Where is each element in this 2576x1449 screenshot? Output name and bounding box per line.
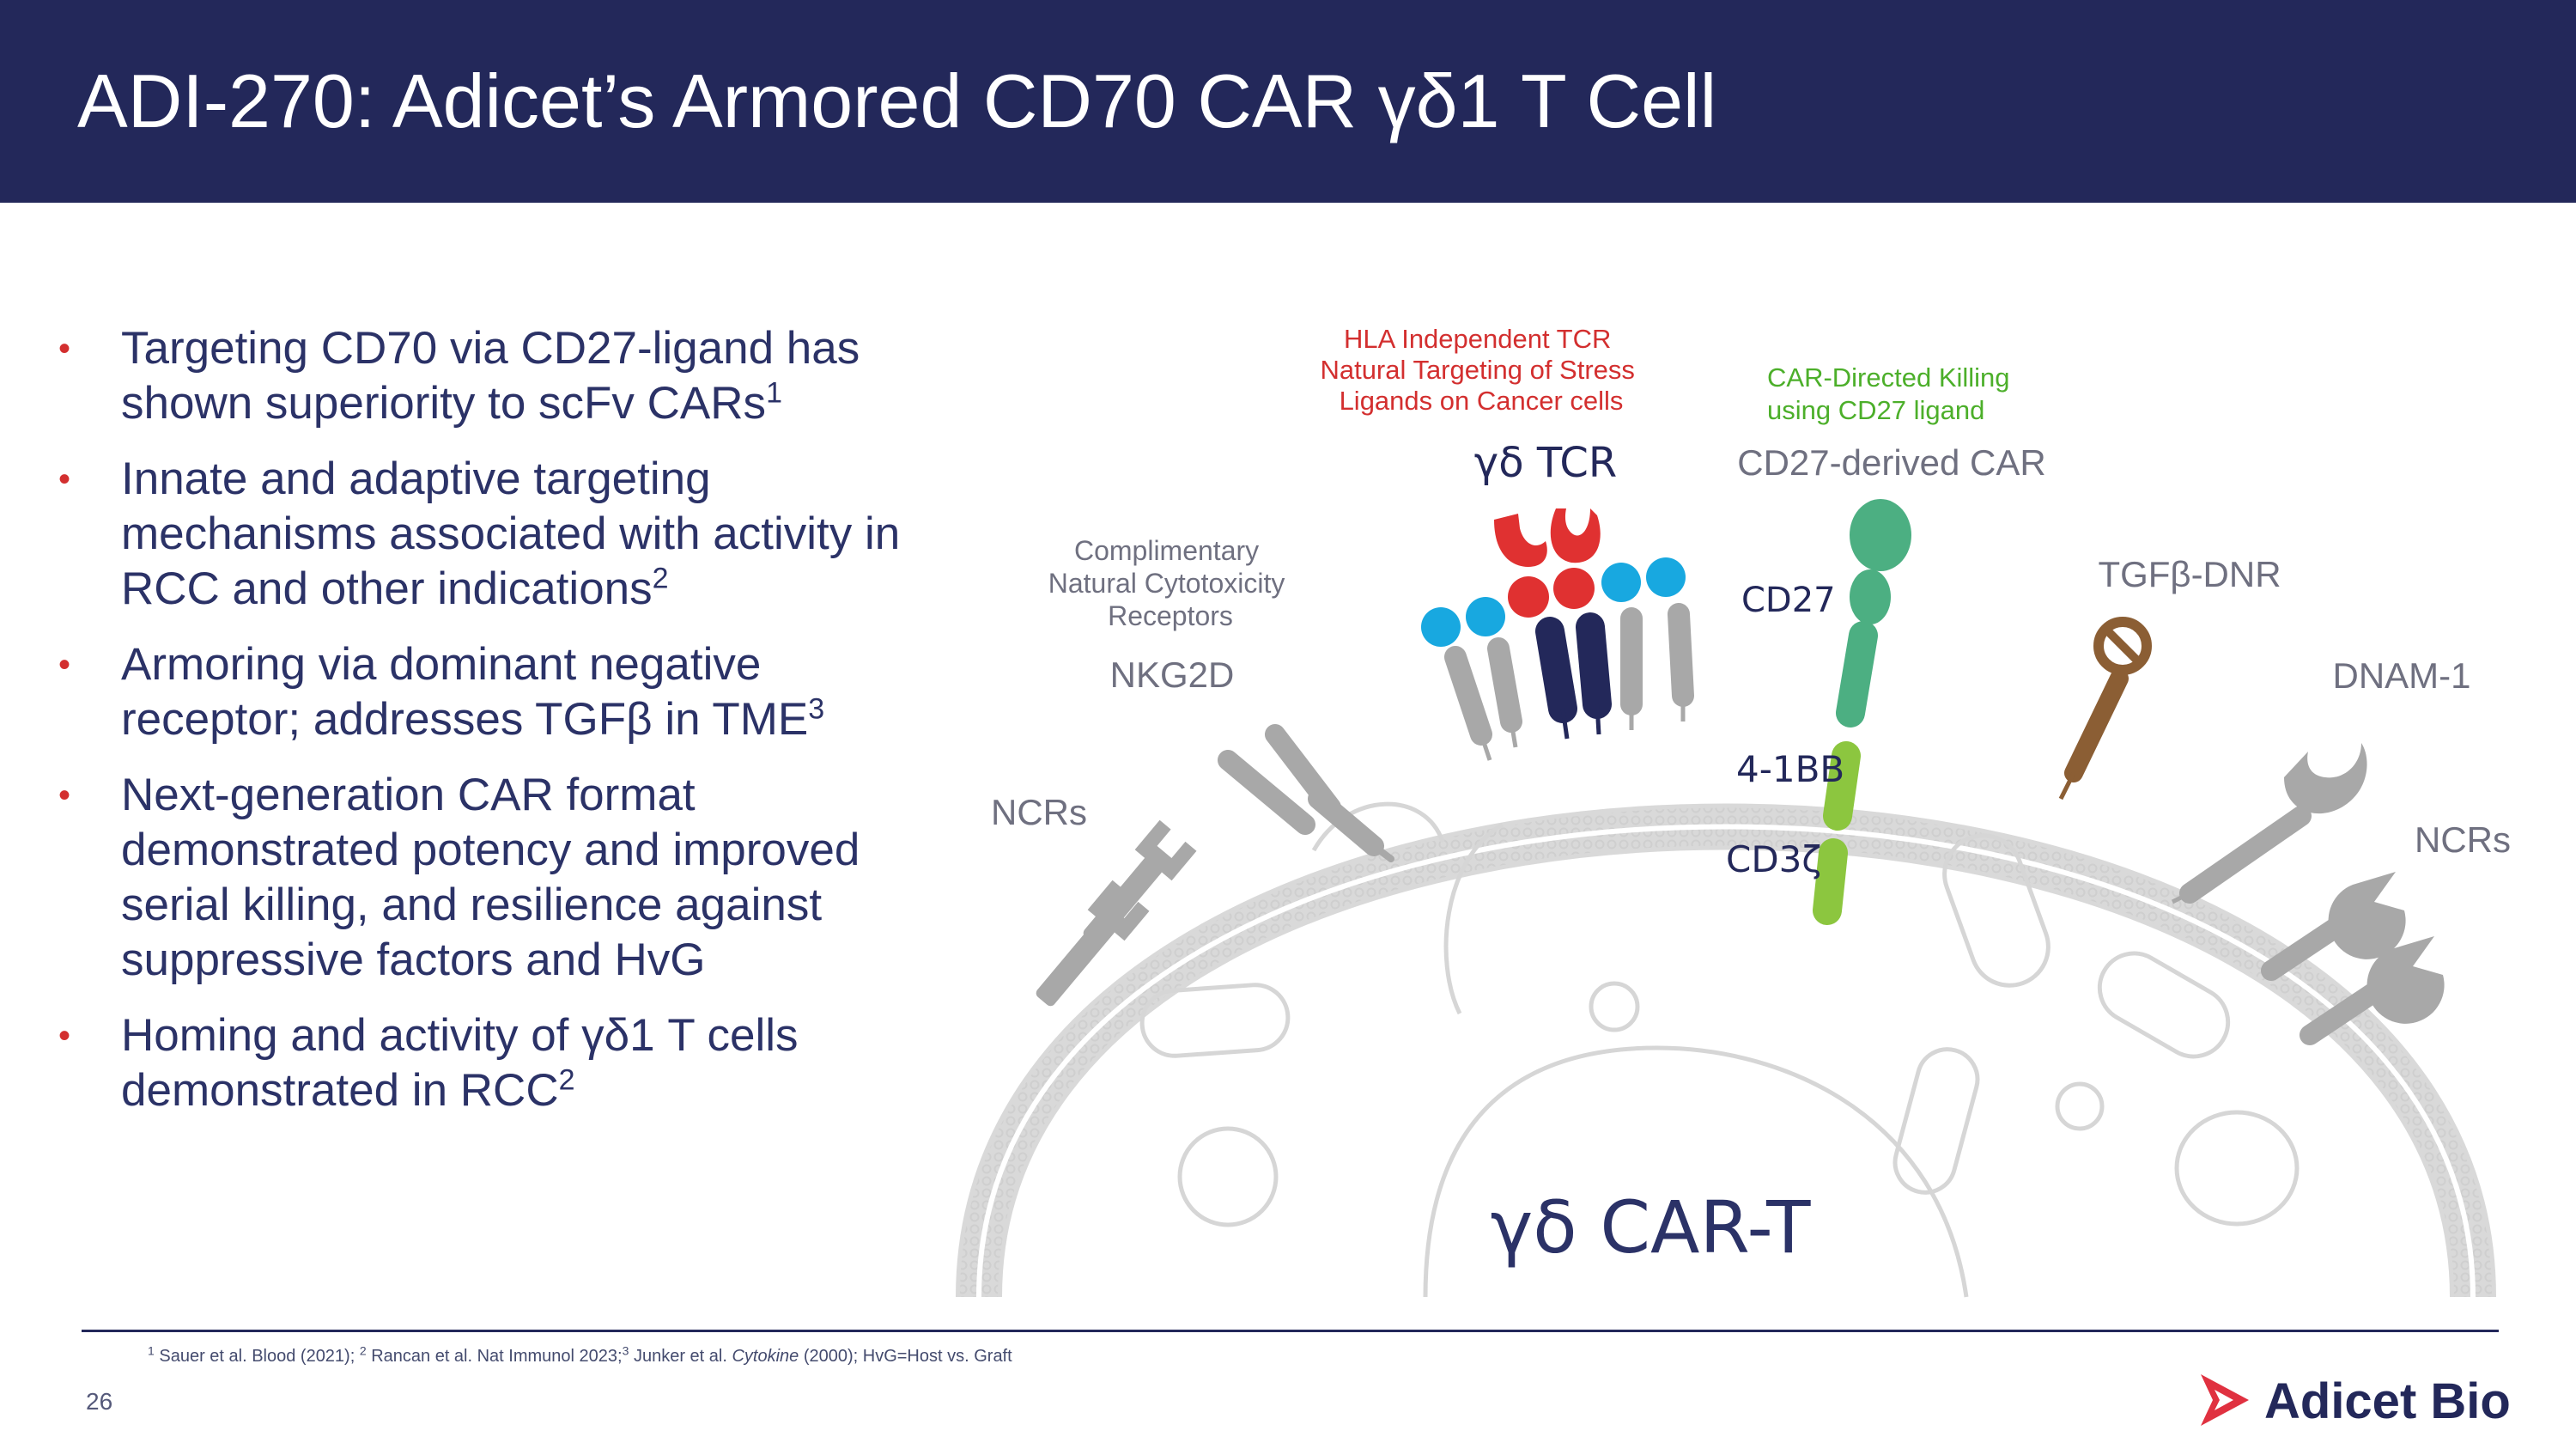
cd3z-label: CD3ζ — [1726, 838, 1821, 880]
ncr-receptors-left — [1036, 819, 1197, 1007]
four-1bb-label: 4-1BB — [1736, 748, 1844, 790]
header-bar: ADI-270: Adicet’s Armored CD70 CAR γδ1 T… — [0, 0, 2576, 203]
bullet-item: • Homing and activity of γδ1 T cells demo… — [57, 1008, 941, 1118]
bullet-item: • Armoring via dominant negative receptor… — [57, 637, 941, 747]
page-title: ADI-270: Adicet’s Armored CD70 CAR γδ1 T… — [77, 58, 1717, 143]
page-number: 26 — [86, 1388, 113, 1415]
gd-tcr-label: γδ TCR — [1474, 439, 1617, 487]
cd27-car — [1813, 499, 1911, 925]
bullet-marker: • — [58, 1017, 71, 1055]
bullet-marker: • — [58, 776, 71, 814]
footnote-text: Sauer et al. Blood (2021); — [154, 1347, 360, 1366]
dnam1-label: DNAM-1 — [2332, 655, 2470, 696]
footnote-text: Cytokine — [732, 1347, 799, 1366]
nkg2d-label: NKG2D — [1110, 654, 1235, 695]
ncrs-right-label: NCRs — [2415, 819, 2511, 860]
organelle-capsule — [2097, 951, 2231, 1059]
gd-tcr-cluster — [1421, 508, 1694, 761]
bullet-marker: • — [58, 646, 71, 684]
organelle-vesicle — [2174, 1110, 2300, 1227]
bullet-text: Innate and adaptive targeting mechanisms… — [121, 454, 901, 614]
organelle-capsule — [1139, 983, 1291, 1058]
bullet-list: • Targeting CD70 via CD27-ligand has show… — [57, 321, 941, 1139]
ncr-receptors-right — [2261, 872, 2445, 1045]
dnam1-receptor — [2171, 743, 2367, 904]
ncrs-left-label: NCRs — [991, 792, 1087, 832]
organelle-capsule — [1893, 1047, 1980, 1195]
organelle-curve — [1443, 822, 1504, 1015]
bullet-superscript: 3 — [808, 692, 825, 726]
bullet-superscript: 2 — [652, 562, 669, 595]
bullet-marker: • — [58, 330, 71, 368]
adicet-bio-logo: Adicet Bio — [2194, 1366, 2511, 1434]
complimentary-label: Complimentary Natural Cytotoxicity Recep… — [1048, 535, 1293, 631]
organelle-vesicle — [1589, 981, 1640, 1032]
cd27-label: CD27 — [1741, 581, 1836, 620]
car-t-cell-diagram: HLA Independent TCR Natural Targeting of… — [956, 324, 2511, 1298]
references-footnote: 1 Sauer et al. Blood (2021); 2 Rancan et… — [148, 1344, 1012, 1367]
nucleus-outline — [1423, 1045, 1969, 1298]
bullet-text: Homing and activity of γδ1 T cells demon… — [121, 1010, 799, 1116]
bullet-item: • Innate and adaptive targeting mechanism… — [57, 452, 941, 617]
car-directed-label: CAR-Directed Killing using CD27 ligand — [1767, 362, 2017, 425]
logo-text: Adicet Bio — [2264, 1373, 2511, 1429]
tgfb-dnr-receptor — [2058, 617, 2152, 801]
organelles — [1139, 801, 2300, 1298]
bullet-item: • Next-generation CAR format demonstrated… — [57, 768, 941, 988]
footnote-text: Junker et al. — [629, 1347, 732, 1366]
footnote-superscript: 1 — [148, 1343, 155, 1358]
cd27-car-label: CD27-derived CAR — [1737, 442, 2045, 483]
footnote-text: (2000); HvG=Host vs. Graft — [799, 1347, 1012, 1366]
cell-label: γδ CAR-T — [1491, 1185, 1811, 1269]
footnote-superscript: 3 — [622, 1343, 629, 1358]
footer-divider — [82, 1330, 2499, 1332]
footnote-superscript: 2 — [359, 1343, 367, 1358]
logo-mark-icon — [2201, 1374, 2249, 1426]
bullet-superscript: 1 — [766, 376, 782, 410]
hla-independent-label: HLA Independent TCR Natural Targeting of… — [1320, 324, 1642, 416]
nkg2d-receptor — [1218, 724, 1394, 862]
bullet-marker: • — [58, 460, 71, 498]
footnote-text: Rancan et al. Nat Immunol 2023; — [366, 1347, 623, 1366]
organelle-capsule — [1942, 833, 2050, 988]
bullet-item: • Targeting CD70 via CD27-ligand has show… — [57, 321, 941, 431]
cell-membrane — [956, 803, 2496, 1298]
organelle-vesicle — [2055, 1081, 2105, 1131]
organelle-vesicle — [1177, 1126, 1279, 1227]
tgfb-dnr-label: TGFβ-DNR — [2098, 554, 2281, 594]
bullet-superscript: 2 — [558, 1063, 575, 1097]
bullet-text: Next-generation CAR format demonstrated … — [121, 770, 860, 985]
organelle-curve — [1311, 801, 1445, 852]
bullet-text: Armoring via dominant negative receptor;… — [121, 639, 809, 745]
bullet-text: Targeting CD70 via CD27-ligand has shown… — [121, 323, 860, 429]
